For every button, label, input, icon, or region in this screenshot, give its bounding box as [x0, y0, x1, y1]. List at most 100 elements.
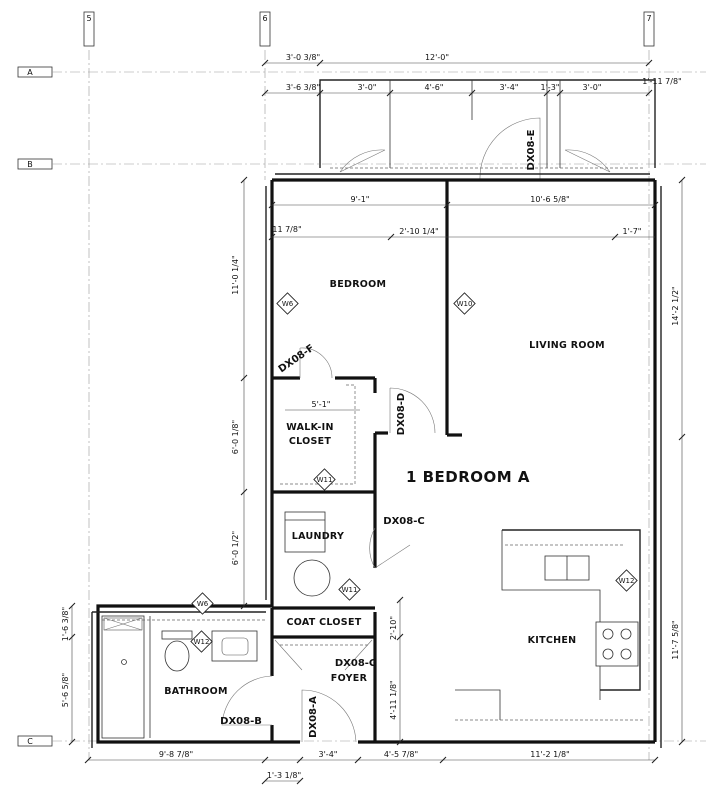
- window-tag-diamond: [190, 630, 213, 653]
- dim-label: 4'-6": [425, 83, 444, 92]
- door-tag-c: DX08-C: [383, 516, 424, 527]
- dim-label: 9'-1": [351, 195, 370, 204]
- dim-label: 10'-6 5/8": [530, 195, 569, 204]
- dim-label: 6'-0 1/8": [231, 420, 240, 454]
- window-tag-diamond: [276, 292, 299, 315]
- door-swing-b: [221, 675, 273, 726]
- door-swing-f: [299, 347, 333, 379]
- dim-label: 1'-6 3/8": [61, 607, 70, 641]
- vanity-sink: [221, 637, 249, 656]
- grid-row-label: A: [27, 68, 33, 77]
- dim-label: 1'-11 7/8": [642, 77, 681, 86]
- dim-label: 11'-0 1/4": [231, 255, 240, 294]
- window-tag-diamond: [338, 578, 361, 601]
- balcony-door-swing: [564, 149, 611, 173]
- dim-label: 3'-4": [319, 750, 338, 759]
- counter-outline: [502, 529, 641, 691]
- dim-label: 12'-0": [425, 53, 449, 62]
- grid-row-marker: [17, 158, 53, 170]
- shower-drain: [121, 659, 127, 665]
- dryer: [293, 559, 331, 597]
- dim-label: 3'-0": [583, 83, 602, 92]
- dim-label: 9'-8 7/8": [159, 750, 193, 759]
- dim-label: 11'-2 1/8": [530, 750, 569, 759]
- dim-ticks-bottom: [84, 756, 659, 785]
- window-tag-label: W11: [342, 586, 358, 594]
- dim-label: 3'-4": [500, 83, 519, 92]
- grid-col-label: 5: [86, 14, 91, 23]
- balcony-rail: [319, 79, 656, 168]
- door-tag-a: DX08-A: [308, 696, 319, 738]
- grid-row-marker: [17, 735, 53, 747]
- dim-label: 11'-7 5/8": [671, 620, 680, 659]
- room-labels: BEDROOM LIVING ROOM WALK-IN CLOSET LAUND…: [164, 279, 605, 697]
- dim-label: 3'-0": [358, 83, 377, 92]
- burner: [602, 648, 614, 660]
- dim-label: 5'-6 5/8": [61, 673, 70, 707]
- door-swing-e: [479, 117, 541, 181]
- window-tag-label: W12: [619, 577, 635, 585]
- burner: [602, 628, 614, 640]
- room-label-laundry: LAUNDRY: [292, 531, 344, 542]
- dim-label: 1'-3": [541, 83, 560, 92]
- dim-label: 4'-5 7/8": [384, 750, 418, 759]
- window-tag-diamond: [313, 468, 336, 491]
- grid-col-marker: [643, 11, 655, 47]
- interior-walls: [270, 180, 462, 742]
- shower-bench-diag: [103, 617, 143, 631]
- door-tag-e: DX08-E: [526, 129, 537, 170]
- washer: [284, 511, 326, 553]
- west-wall: [96, 180, 274, 744]
- grid-row-label: C: [27, 737, 33, 746]
- dim-ticks-interior: [268, 201, 659, 241]
- grid-row-marker: [17, 66, 53, 78]
- door-swing-c: [369, 527, 411, 569]
- dim-label: 5'-1": [312, 400, 331, 409]
- dim-label: 1'-3 1/8": [267, 771, 301, 780]
- window-tag-label: W12: [194, 638, 210, 646]
- grid-columns: 5 6 7: [83, 11, 655, 760]
- window-tag-label: W6: [282, 300, 294, 308]
- dim-label: 11 7/8": [272, 225, 301, 234]
- grid-col-marker: [83, 11, 95, 47]
- dim-label: 3'-6 3/8": [286, 83, 320, 92]
- dim-ticks-sides: [68, 176, 686, 746]
- room-label-bathroom: BATHROOM: [164, 686, 228, 697]
- door-swing-a: [301, 689, 357, 743]
- dim-ticks-foyer: [396, 596, 404, 746]
- door-tag-b: DX08-B: [220, 716, 262, 727]
- unit-title: 1 BEDROOM A: [406, 468, 530, 486]
- room-label-bedroom: BEDROOM: [330, 279, 387, 290]
- counter-edge: [501, 530, 601, 700]
- dim-label: 1'-7": [623, 227, 642, 236]
- laundry-machines: [284, 511, 331, 597]
- balcony: [319, 79, 656, 181]
- toilet-tank: [161, 630, 193, 640]
- exterior-walls: [91, 173, 662, 748]
- burner: [620, 628, 632, 640]
- room-label-living-room: LIVING ROOM: [529, 340, 605, 351]
- range: [595, 621, 639, 667]
- window-tag-diamond: [615, 569, 638, 592]
- grid-col-label: 6: [262, 14, 267, 23]
- dim-label: 14'-2 1/2": [671, 286, 680, 325]
- room-label-coat-closet: COAT CLOSET: [286, 617, 361, 628]
- room-label-kitchen: KITCHEN: [528, 635, 577, 646]
- window-tags: W6 W10 W11 W11 W6 W12 W12: [190, 292, 638, 653]
- room-label-walkin: WALK-IN: [286, 422, 334, 433]
- shower: [101, 615, 145, 739]
- kitchen-fixtures: [455, 529, 645, 721]
- dim-label: 2'-10 1/4": [399, 227, 438, 236]
- burner: [620, 648, 632, 660]
- dim-label: 2'-10": [389, 616, 398, 640]
- fridge-outline: [455, 689, 501, 720]
- room-label-foyer: FOYER: [331, 673, 368, 684]
- dim-label: 6'-0 1/2": [231, 531, 240, 565]
- dimension-lines: [68, 59, 686, 785]
- window-tag-label: W6: [197, 600, 209, 608]
- balcony-door-swing: [339, 149, 386, 173]
- window-tag-diamond: [191, 592, 214, 615]
- grid-row-label: B: [27, 160, 33, 169]
- door-swing-d: [389, 387, 436, 434]
- door-tag-g: DX08-G: [335, 658, 377, 669]
